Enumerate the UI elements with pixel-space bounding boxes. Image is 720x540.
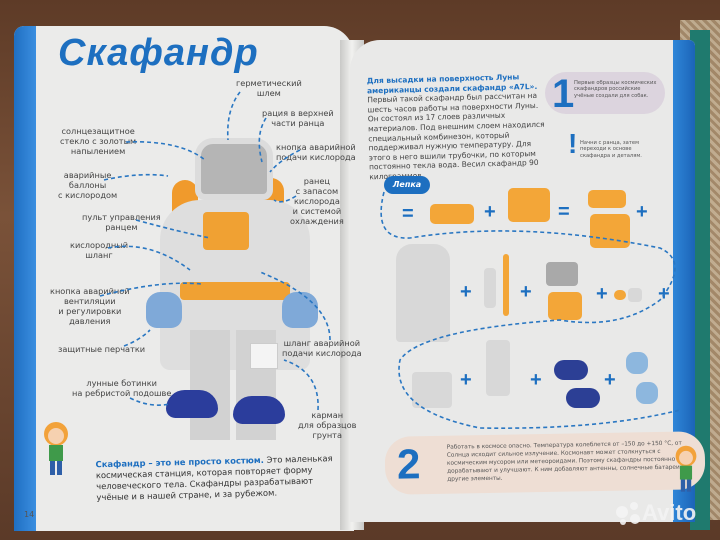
clay-suit-base xyxy=(396,244,450,342)
fact-note-1 xyxy=(545,72,665,114)
label-helmet: герметический шлем xyxy=(236,78,302,98)
watermark-text: Avito xyxy=(642,500,697,525)
label-oxygen-hose: кислородный шланг xyxy=(70,240,129,260)
page-title: Скафандр xyxy=(58,32,259,74)
label-boots: лунные ботинки на ребристой подошве xyxy=(72,378,172,398)
plus-sign: + xyxy=(636,201,648,223)
label-visor: солнцезащитное стекло с золотым напылени… xyxy=(60,126,137,156)
clay-visor-pieces xyxy=(412,372,452,408)
glove-right xyxy=(282,292,318,328)
equals-sign: = xyxy=(558,201,570,223)
clay-boot xyxy=(566,388,600,408)
clay-hose xyxy=(484,268,496,308)
clay-strips xyxy=(486,340,510,396)
plus-sign: + xyxy=(484,201,496,223)
helmet xyxy=(195,138,273,200)
page-edge-decor xyxy=(14,26,36,531)
plus-sign: + xyxy=(596,283,608,305)
clay-helmet xyxy=(546,262,578,286)
intro-text: Первый такой скафандр был рассчитан на ш… xyxy=(367,91,545,181)
suit-leg-left xyxy=(190,330,230,440)
label-vent-button: кнопка аварийной вентиляции и регулировк… xyxy=(50,286,130,326)
equals-sign: = xyxy=(402,203,414,225)
moon-boot-right xyxy=(233,396,285,424)
tip-text: Начни с ранца, затем переходи к основе с… xyxy=(580,140,642,159)
tip-exclamation-icon: ! xyxy=(568,128,578,159)
kid-character-icon xyxy=(675,445,697,492)
plus-sign: + xyxy=(530,369,542,391)
label-tanks: аварийные баллоны с кислородом xyxy=(58,170,118,200)
sample-pocket xyxy=(250,343,278,369)
note-text-1: Первые образцы космических скафандров ро… xyxy=(574,80,657,99)
clay-strip xyxy=(503,254,509,316)
glove-left xyxy=(146,292,182,328)
label-pocket: карман для образцов грунта xyxy=(298,410,357,440)
suit-belt xyxy=(180,282,290,300)
label-gloves: защитные перчатки xyxy=(58,344,146,354)
left-body-paragraph: Скафандр – это не просто костюм. Это мал… xyxy=(95,453,346,504)
lepka-badge: Лепка xyxy=(384,176,430,194)
plus-sign: + xyxy=(460,369,472,391)
label-radio: рация в верхней части ранца xyxy=(262,108,334,128)
control-panel xyxy=(203,212,249,250)
moon-boot-left xyxy=(166,390,218,418)
clay-backpack xyxy=(590,214,630,248)
book-cover-edge xyxy=(690,30,710,530)
clay-glove xyxy=(636,382,658,404)
note-number-2: 2 xyxy=(396,440,421,488)
clay-boot xyxy=(554,360,588,380)
page-number: 14 xyxy=(24,510,35,519)
clay-belt-pieces xyxy=(614,290,626,300)
clay-pocket xyxy=(628,288,642,302)
clay-panel-top xyxy=(588,190,626,208)
clay-glove xyxy=(626,352,648,374)
right-intro-paragraph: Для высадки на поверхность Луны американ… xyxy=(367,72,550,182)
clay-piece-square xyxy=(508,188,550,222)
label-emergency-hose: шланг аварийной подачи кислорода xyxy=(282,338,362,358)
clay-control-panel xyxy=(548,292,582,320)
note-text-2: Работать в космосе опасно. Температура к… xyxy=(446,440,686,483)
fact-note-2: 2 Работать в космосе опасно. Температура… xyxy=(384,431,706,495)
label-backpack: ранец с запасом кислорода и системой охл… xyxy=(290,176,344,226)
clay-piece-flat xyxy=(430,204,474,224)
plus-sign: + xyxy=(460,281,472,303)
label-control-panel: пульт управления ранцем xyxy=(82,212,161,232)
note-number-1: 1 xyxy=(552,72,575,116)
kid-character-icon xyxy=(44,422,68,475)
plus-sign: + xyxy=(658,283,670,305)
plus-sign: + xyxy=(520,281,532,303)
plus-sign: + xyxy=(604,369,616,391)
label-oxygen-button: кнопка аварийной подачи кислорода xyxy=(276,142,356,162)
